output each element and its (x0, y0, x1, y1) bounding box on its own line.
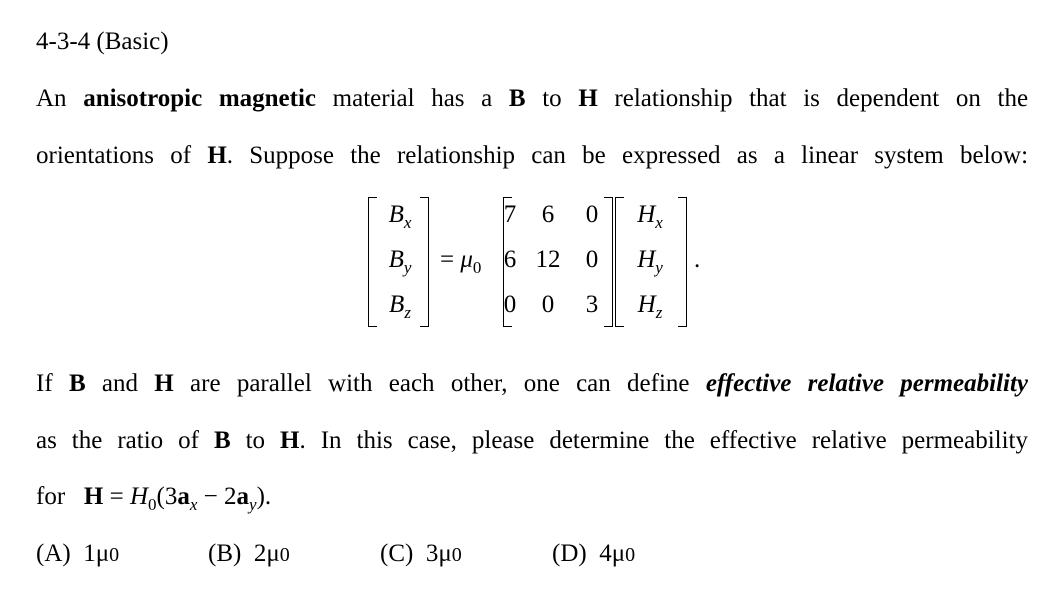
bold-term: H (578, 85, 598, 112)
emphasized-term: effective relative permeability (705, 370, 1029, 397)
option-a[interactable]: (A) 1μ0 (36, 540, 120, 567)
equals-sign: = (440, 246, 455, 273)
paragraph-5: for H = H0(3ax − 2ay). (36, 483, 272, 514)
paragraph-1: An anisotropic magnetic material has a B… (36, 85, 1028, 113)
text: relationship that is dependent on the (614, 85, 1029, 112)
text: material has a (332, 85, 493, 112)
text: An (36, 85, 67, 112)
bold-term: B (508, 85, 526, 112)
mu: μ (460, 246, 473, 273)
matrix-equation: Bx By Bz = μ0 7 6 0 6 12 0 0 0 3 Hx Hy H… (368, 197, 700, 327)
paragraph-3: If B and H are parallel with each other,… (36, 370, 1029, 397)
text: to (542, 85, 562, 112)
bold-term: anisotropic magnetic (83, 85, 317, 112)
option-d[interactable]: (D) 4μ0 (552, 540, 636, 567)
text: orientations of (36, 142, 192, 169)
option-b[interactable]: (B) 2μ0 (208, 540, 290, 567)
bold-term: H (207, 142, 227, 169)
problem-title: 4-3-4 (Basic) (36, 28, 169, 55)
paragraph-2: orientations of H. Suppose the relations… (36, 142, 1028, 170)
paragraph-4: as the ratio of B to H. In this case, pl… (36, 427, 1029, 454)
option-c[interactable]: (C) 3μ0 (380, 540, 462, 567)
text: . Suppose the relationship can be expres… (226, 142, 1029, 169)
